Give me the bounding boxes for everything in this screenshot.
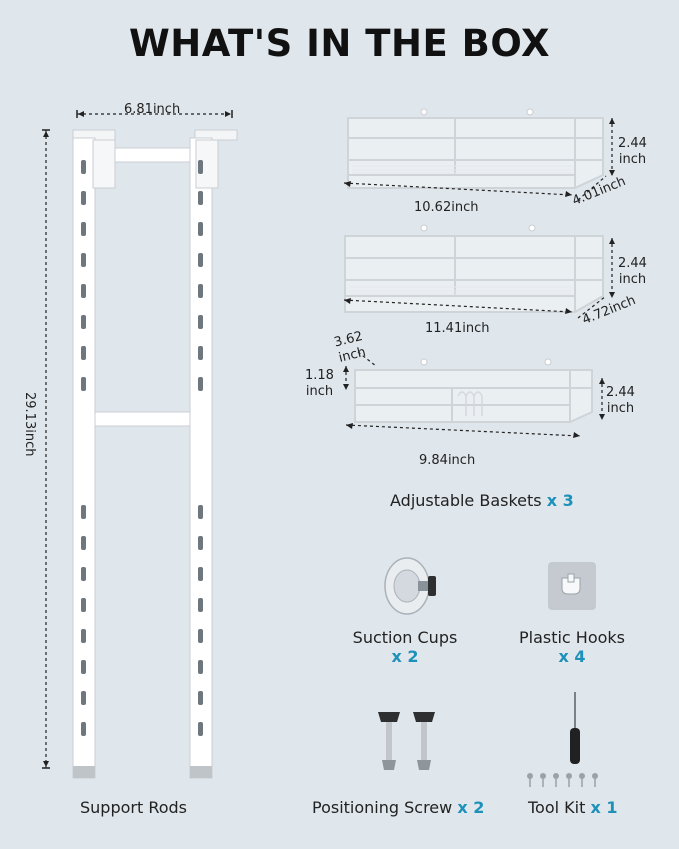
basket-1-height-unit: inch xyxy=(618,152,647,167)
rod-slot xyxy=(81,567,86,581)
rod-slot xyxy=(81,536,86,550)
rod-slot xyxy=(198,377,203,391)
suction-cup-icon xyxy=(384,557,436,615)
rod-slot xyxy=(198,567,203,581)
basket-3-lip-value: 1.18 xyxy=(305,368,334,383)
tool-kit-label-text: Tool Kit xyxy=(528,798,586,817)
suction-cups-label: Suction Cups x 2 xyxy=(330,628,480,666)
rod-width-dimension: 6.81inch xyxy=(124,102,181,117)
basket-3-lip: 1.18 inch xyxy=(305,368,334,400)
basket-2-height-unit: inch xyxy=(618,272,647,287)
baskets-label-text: Adjustable Baskets xyxy=(390,491,542,510)
plastic-hook-icon xyxy=(548,562,596,610)
rod-slot xyxy=(198,691,203,705)
basket-2-height: 2.44 inch xyxy=(618,256,647,288)
basket-3-lip-unit: inch xyxy=(305,384,334,399)
rod-slot xyxy=(81,253,86,267)
rod-slot xyxy=(81,505,86,519)
basket-2-length: 11.41inch xyxy=(425,321,490,336)
basket-3-height: 2.44 inch xyxy=(606,385,635,417)
rod-slot xyxy=(198,660,203,674)
rod-slot xyxy=(81,315,86,329)
tool-kit-icon xyxy=(527,692,598,787)
positioning-screw-label-text: Positioning Screw xyxy=(312,798,453,817)
rod-slot xyxy=(198,253,203,267)
rod-slot xyxy=(198,536,203,550)
rod-slot xyxy=(198,346,203,360)
support-rods-label: Support Rods xyxy=(80,798,188,817)
plastic-hooks-label-text: Plastic Hooks xyxy=(518,628,626,647)
baskets-label: Adjustable Baskets x 3 xyxy=(390,491,574,510)
positioning-screw-qty: x 2 xyxy=(457,798,485,817)
rod-slot xyxy=(81,191,86,205)
rod-slot xyxy=(81,629,86,643)
rod-slot xyxy=(198,598,203,612)
rod-slot xyxy=(81,598,86,612)
basket-3-height-unit: inch xyxy=(606,401,635,416)
rod-slot xyxy=(198,722,203,736)
rod-slot xyxy=(198,160,203,174)
rod-slot xyxy=(198,191,203,205)
basket-2-height-value: 2.44 xyxy=(618,256,647,271)
basket-1-length: 10.62inch xyxy=(414,200,479,215)
rod-slot xyxy=(81,660,86,674)
rod-slot xyxy=(198,315,203,329)
rod-slot xyxy=(81,222,86,236)
rod-slot xyxy=(81,377,86,391)
plastic-hooks-label: Plastic Hooks x 4 xyxy=(497,628,647,666)
rod-slot xyxy=(81,284,86,298)
basket-1-height: 2.44 inch xyxy=(618,136,647,168)
rod-slot xyxy=(81,346,86,360)
rod-slot xyxy=(198,284,203,298)
positioning-screw-label: Positioning Screw x 2 xyxy=(312,798,484,817)
positioning-screw-icon xyxy=(378,712,435,770)
rod-slot xyxy=(81,160,86,174)
suction-cups-label-text: Suction Cups xyxy=(352,628,458,647)
rod-slot xyxy=(198,505,203,519)
basket-3-length: 9.84inch xyxy=(419,453,476,468)
tool-kit-label: Tool Kit x 1 xyxy=(528,798,618,817)
rod-slot xyxy=(198,222,203,236)
basket-1-height-value: 2.44 xyxy=(618,136,647,151)
rod-slot xyxy=(81,691,86,705)
baskets-qty: x 3 xyxy=(546,491,574,510)
page-title: WHAT'S IN THE BOX xyxy=(129,22,550,65)
tool-kit-qty: x 1 xyxy=(590,798,618,817)
rod-slot xyxy=(198,629,203,643)
suction-cups-qty: x 2 xyxy=(391,647,419,666)
rod-slot xyxy=(81,722,86,736)
basket-3-height-value: 2.44 xyxy=(606,385,635,400)
plastic-hooks-qty: x 4 xyxy=(558,647,586,666)
